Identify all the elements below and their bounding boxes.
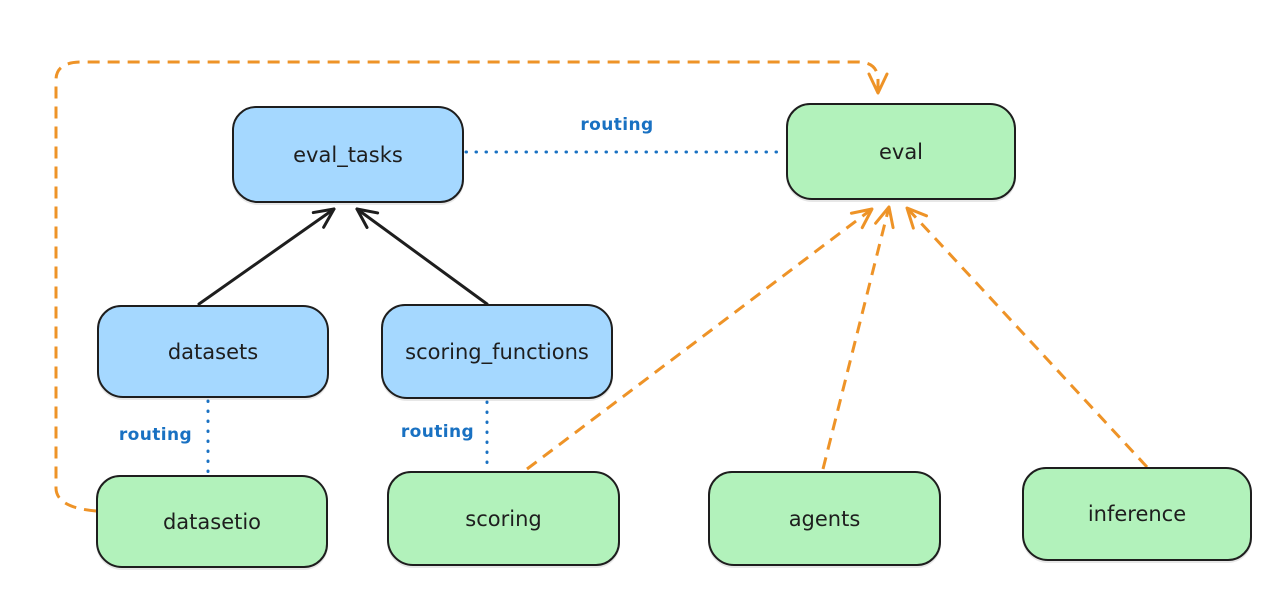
node-scoring_functions: scoring_functions xyxy=(381,304,613,399)
edge-label-routing-scoring_functions-scoring: routing xyxy=(400,422,475,442)
node-agents: agents xyxy=(708,471,941,566)
edge-inference-to-eval xyxy=(905,206,1149,469)
node-datasetio: datasetio xyxy=(96,475,328,568)
node-scoring_functions-label: scoring_functions xyxy=(405,339,589,364)
edge-scoring-to-eval xyxy=(526,207,874,471)
node-agents-label: agents xyxy=(788,506,861,531)
node-eval_tasks: eval_tasks xyxy=(232,106,464,203)
node-scoring-label: scoring xyxy=(465,506,542,531)
edge-datasetio-to-eval xyxy=(54,60,889,513)
node-eval-label: eval xyxy=(878,139,924,164)
edge-agents-to-eval xyxy=(821,205,895,470)
edge-datasets-to-eval_tasks xyxy=(197,207,336,306)
node-eval: eval xyxy=(786,103,1016,200)
node-datasets: datasets xyxy=(97,305,329,398)
node-datasetio-label: datasetio xyxy=(162,509,262,534)
node-datasets-label: datasets xyxy=(167,339,259,364)
node-eval_tasks-label: eval_tasks xyxy=(293,142,403,167)
node-inference: inference xyxy=(1022,467,1252,561)
edge-scoring_functions-to-eval_tasks xyxy=(355,207,489,306)
edge-label-routing-datasets-datasetio: routing xyxy=(118,425,193,445)
node-inference-label: inference xyxy=(1087,502,1187,526)
node-scoring: scoring xyxy=(387,471,620,566)
edge-label-routing-eval_tasks-eval: routing xyxy=(580,115,654,135)
